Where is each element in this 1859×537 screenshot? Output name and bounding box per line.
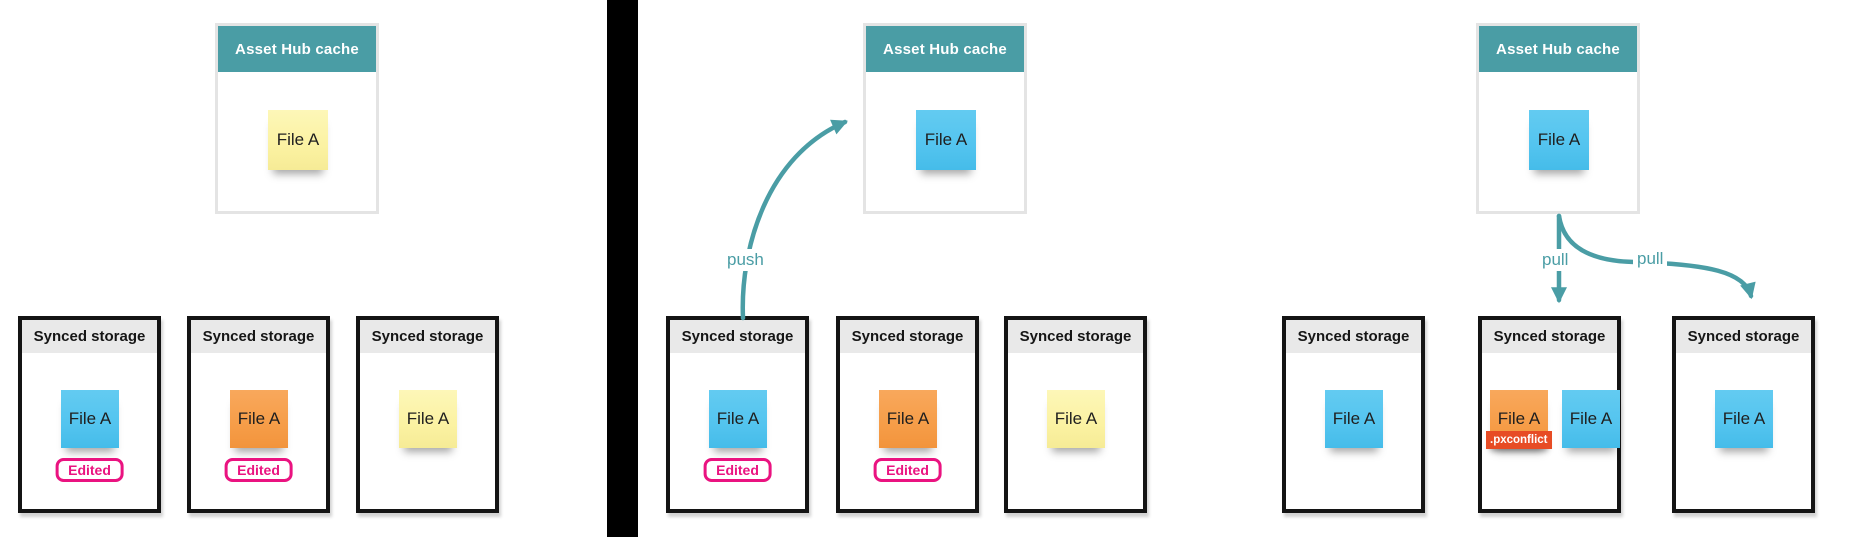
asset-hub-cache-box: Asset Hub cache File A bbox=[1476, 23, 1640, 214]
push-label: push bbox=[723, 249, 768, 271]
synced-storage-box: Synced storage File A Edited bbox=[18, 316, 161, 513]
sticky-note-file-a: File A bbox=[1562, 390, 1620, 448]
asset-hub-cache-box: Asset Hub cache File A bbox=[215, 23, 379, 214]
storage-title: Synced storage bbox=[1008, 320, 1143, 353]
cache-title: Asset Hub cache bbox=[1479, 26, 1637, 72]
storage-title: Synced storage bbox=[670, 320, 805, 353]
sticky-note-file-a: File A bbox=[230, 390, 288, 448]
sticky-note-file-a: File A bbox=[268, 110, 328, 170]
sticky-note-file-a: File A bbox=[879, 390, 937, 448]
asset-hub-cache-box: Asset Hub cache File A bbox=[863, 23, 1027, 214]
sticky-note-file-a: File A bbox=[399, 390, 457, 448]
note-label: File A bbox=[716, 409, 760, 428]
note-label: File A bbox=[1497, 409, 1541, 428]
note-label: File A bbox=[68, 409, 112, 428]
pxconflict-tag: .pxconflict bbox=[1486, 431, 1552, 449]
cache-title: Asset Hub cache bbox=[218, 26, 376, 72]
storage-title: Synced storage bbox=[360, 320, 495, 353]
sticky-note-file-a: File A bbox=[61, 390, 119, 448]
note-label: File A bbox=[886, 409, 930, 428]
sticky-note-file-a: File A bbox=[1715, 390, 1773, 448]
synced-storage-box: Synced storage File A bbox=[1004, 316, 1147, 513]
note-label: File A bbox=[1569, 409, 1613, 428]
storage-title: Synced storage bbox=[191, 320, 326, 353]
note-label: File A bbox=[276, 130, 320, 149]
push-arrow bbox=[740, 119, 848, 321]
note-label: File A bbox=[406, 409, 450, 428]
note-label: File A bbox=[237, 409, 281, 428]
note-label: File A bbox=[1054, 409, 1098, 428]
edited-badge: Edited bbox=[224, 458, 293, 482]
storage-title: Synced storage bbox=[1286, 320, 1421, 353]
synced-storage-box: Synced storage File A bbox=[1282, 316, 1425, 513]
storage-title: Synced storage bbox=[22, 320, 157, 353]
storage-title: Synced storage bbox=[840, 320, 975, 353]
synced-storage-box: Synced storage File A Edited bbox=[836, 316, 979, 513]
sticky-note-file-a: File A bbox=[916, 110, 976, 170]
sticky-note-file-a: File A bbox=[1529, 110, 1589, 170]
edited-badge: Edited bbox=[55, 458, 124, 482]
synced-storage-box: Synced storage File A bbox=[1672, 316, 1815, 513]
synced-storage-box: Synced storage File A bbox=[356, 316, 499, 513]
panel-divider bbox=[607, 0, 638, 537]
synced-storage-box: Synced storage File A Edited bbox=[187, 316, 330, 513]
storage-title: Synced storage bbox=[1676, 320, 1811, 353]
sticky-note-file-a: File A bbox=[709, 390, 767, 448]
sticky-note-file-a: File A bbox=[1325, 390, 1383, 448]
cache-title: Asset Hub cache bbox=[866, 26, 1024, 72]
note-label: File A bbox=[1722, 409, 1766, 428]
storage-title: Synced storage bbox=[1482, 320, 1617, 353]
pull-label-right: pull bbox=[1633, 248, 1668, 270]
pull-label-left: pull bbox=[1538, 249, 1573, 271]
edited-badge: Edited bbox=[703, 458, 772, 482]
note-label: File A bbox=[1537, 130, 1581, 149]
sticky-note-file-a: File A bbox=[1047, 390, 1105, 448]
note-label: File A bbox=[1332, 409, 1376, 428]
note-label: File A bbox=[924, 130, 968, 149]
edited-badge: Edited bbox=[873, 458, 942, 482]
synced-storage-box: Synced storage File A Edited bbox=[666, 316, 809, 513]
synced-storage-box: Synced storage File A .pxconflict File A bbox=[1478, 316, 1621, 513]
